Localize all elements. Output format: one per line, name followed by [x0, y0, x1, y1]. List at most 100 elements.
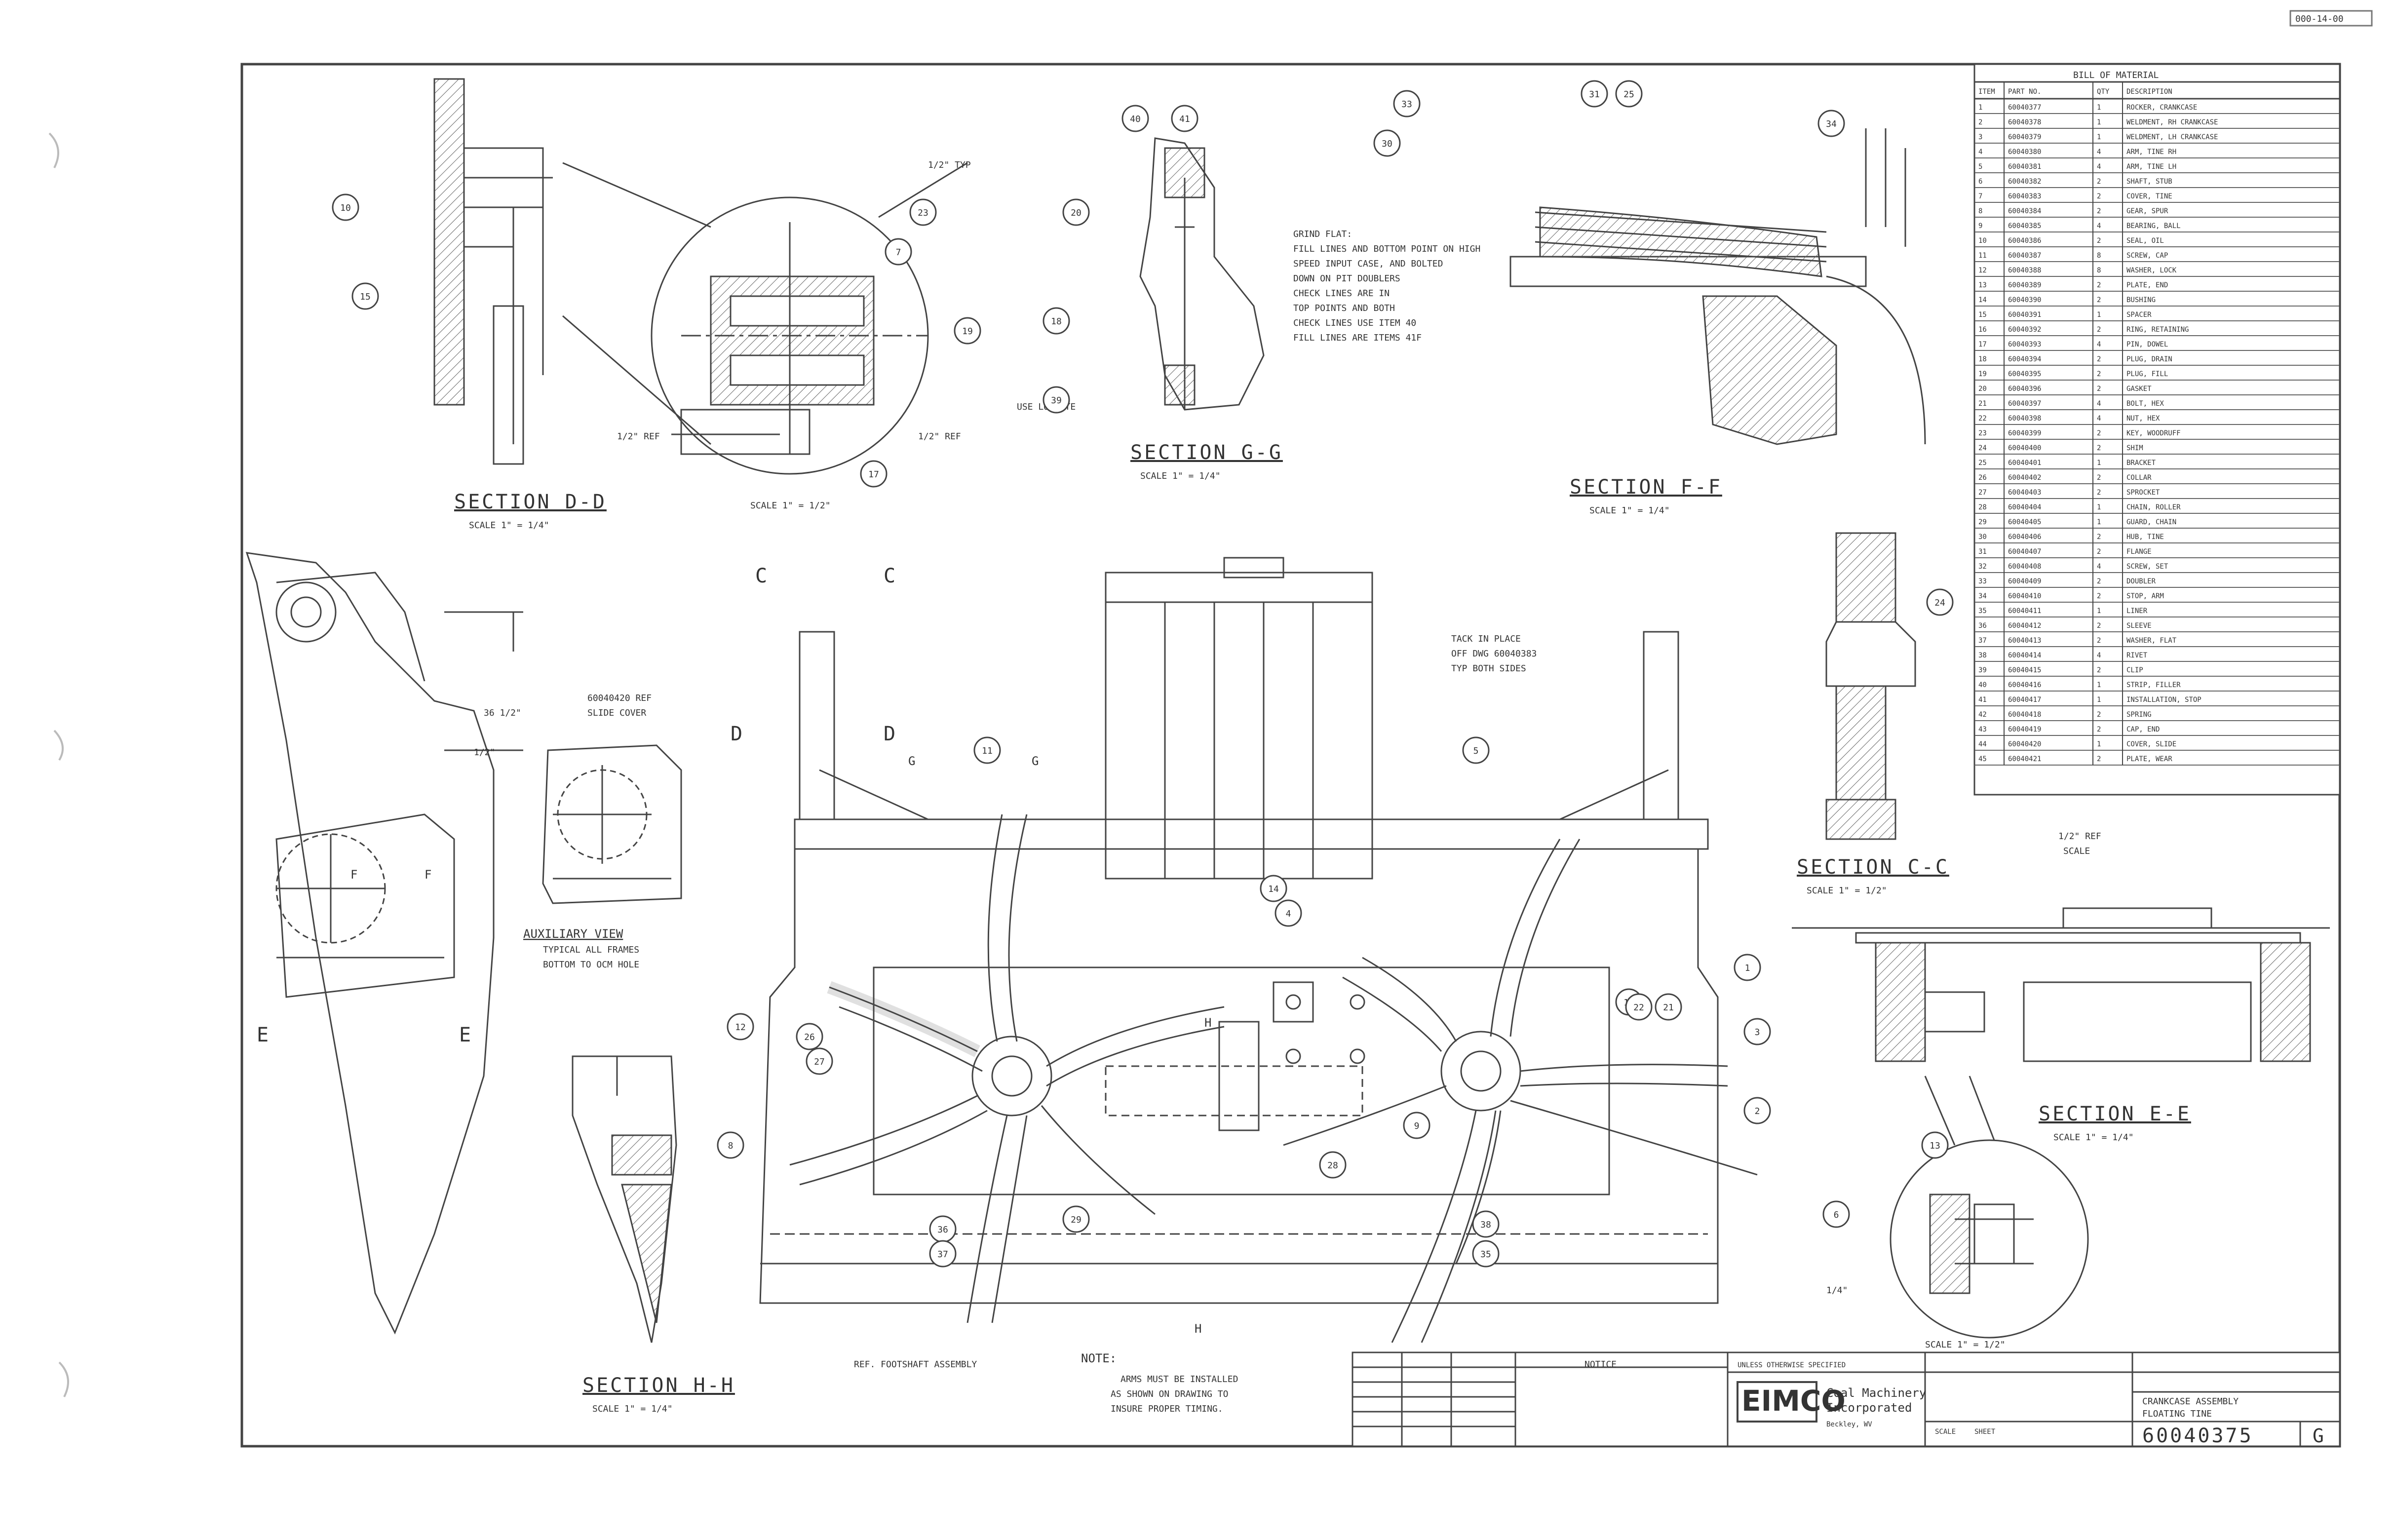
- bom-cell: 44: [1978, 740, 1987, 748]
- aux-ref1: 60040420 REF: [587, 693, 652, 703]
- bom-cell: 1: [2097, 311, 2101, 319]
- bom-cell: 60040421: [2008, 755, 2041, 763]
- bom-cell: 60040389: [2008, 281, 2041, 289]
- bom-cell: 4: [2097, 163, 2101, 171]
- bom-cell: 60040387: [2008, 252, 2041, 260]
- tack-note-line: OFF DWG 60040383: [1451, 649, 1537, 659]
- bom-cell: STRIP, FILLER: [2126, 681, 2181, 689]
- bom-cell: 2: [2097, 622, 2101, 630]
- bom-cell: 2: [2097, 237, 2101, 245]
- item-balloon: [1043, 307, 1070, 335]
- item-balloon: [1734, 954, 1761, 981]
- bom-cell: 17: [1978, 341, 1987, 348]
- bom-cell: 4: [2097, 563, 2101, 571]
- bom-cell: 38: [1978, 652, 1987, 659]
- bom-cell: 60040403: [2008, 489, 2041, 497]
- item-balloon: [1655, 993, 1682, 1021]
- footshaft-ref: REF. FOOTSHAFT ASSEMBLY: [854, 1359, 977, 1370]
- section-ff-scale: SCALE 1" = 1/4": [1589, 505, 1670, 516]
- bom-cell: 43: [1978, 726, 1987, 733]
- bom-cell: 3: [1978, 133, 1982, 141]
- section-marker: D: [731, 723, 744, 745]
- item-balloon-number: 25: [1623, 89, 1634, 100]
- bom-cell: 8: [2097, 252, 2101, 260]
- item-balloon-number: 18: [1051, 316, 1062, 327]
- bom-cell: 60040385: [2008, 222, 2041, 230]
- bom-cell: 37: [1978, 637, 1987, 645]
- bom-cell: 4: [2097, 148, 2101, 156]
- section-marker: G: [908, 754, 915, 768]
- bom-cell: 60040420: [2008, 740, 2041, 748]
- bom-cell: CHAIN, ROLLER: [2126, 503, 2181, 511]
- bom-cell: 1: [2097, 503, 2101, 511]
- main-plan-view: [759, 557, 1758, 1343]
- item-balloon: [954, 317, 981, 345]
- bom-cell: 2: [2097, 192, 2101, 200]
- bom-cell: 60040415: [2008, 666, 2041, 674]
- bom-cell: 1: [2097, 740, 2101, 748]
- section-marker: H: [1195, 1322, 1201, 1336]
- item-balloon: [1921, 1131, 1949, 1159]
- revision-letter: G: [2313, 1425, 2324, 1447]
- bom-cell: 29: [1978, 518, 1987, 526]
- bom-cell: 60040386: [2008, 237, 2041, 245]
- note-line: ARMS MUST BE INSTALLED: [1120, 1374, 1238, 1385]
- item-balloon-number: 14: [1268, 884, 1279, 894]
- item-balloon: [806, 1047, 833, 1075]
- bom-cell: 60040382: [2008, 178, 2041, 186]
- bom-cell: 35: [1978, 607, 1987, 615]
- bom-cell: 25: [1978, 459, 1987, 467]
- bom-cell: 60040377: [2008, 104, 2041, 112]
- section-cc-title: SECTION C-C: [1797, 856, 1949, 879]
- item-balloon-number: 6: [1834, 1210, 1839, 1220]
- bom-cell: 60040416: [2008, 681, 2041, 689]
- bom-cell: 34: [1978, 592, 1987, 600]
- item-balloon-number: 37: [937, 1249, 948, 1260]
- bom-header-cell: DESCRIPTION: [2126, 88, 2172, 96]
- item-balloon: [1743, 1097, 1771, 1124]
- bom-cell: 2: [2097, 326, 2101, 334]
- aux-ref2: SLIDE COVER: [587, 708, 646, 718]
- bom-cell: 2: [2097, 726, 2101, 733]
- bom-header-cell: ITEM: [1978, 88, 1995, 96]
- bom-cell: 26: [1978, 474, 1987, 482]
- bom-cell: 2: [1978, 118, 1982, 126]
- item-balloon-number: 40: [1130, 114, 1141, 124]
- item-balloon-number: 27: [814, 1057, 825, 1067]
- bom-cell: 60040399: [2008, 429, 2041, 437]
- item-balloon: [332, 193, 359, 221]
- bom-cell: RING, RETAINING: [2126, 326, 2189, 334]
- item-balloon: [1472, 1240, 1500, 1268]
- company-logo: EIMCO: [1741, 1384, 1846, 1418]
- bom-cell: LINER: [2126, 607, 2148, 615]
- bom-cell: 60040397: [2008, 400, 2041, 408]
- item-balloon-number: 36: [937, 1225, 948, 1235]
- section-dd-detail: [651, 162, 968, 475]
- bom-cell: 11: [1978, 252, 1987, 260]
- bom-cell: SCREW, SET: [2126, 563, 2168, 571]
- item-balloon: [1043, 386, 1070, 414]
- bom-cell: KEY, WOODRUFF: [2126, 429, 2181, 437]
- bom-cell: 4: [1978, 148, 1982, 156]
- item-balloon: [1403, 1112, 1430, 1139]
- bom-cell: COVER, TINE: [2126, 192, 2172, 200]
- bom-cell: 60040409: [2008, 578, 2041, 585]
- bom-cell: 41: [1978, 696, 1987, 704]
- bom-cell: ARM, TINE RH: [2126, 148, 2176, 156]
- bom-cell: RIVET: [2126, 652, 2148, 659]
- item-balloon: [1393, 90, 1421, 117]
- grind-note-line: CHECK LINES ARE IN: [1293, 288, 1390, 299]
- bom-cell: 60040411: [2008, 607, 2041, 615]
- item-balloon-number: 24: [1934, 598, 1945, 608]
- section-dd-title: SECTION D-D: [454, 491, 607, 513]
- bom-cell: 60040401: [2008, 459, 2041, 467]
- bom-cell: 60040402: [2008, 474, 2041, 482]
- section-marker: G: [1032, 754, 1039, 768]
- title-block: [1352, 1351, 2341, 1447]
- item-balloon-number: 11: [982, 746, 993, 756]
- bom-cell: GUARD, CHAIN: [2126, 518, 2176, 526]
- drawing-title: CRANKCASE ASSEMBLY: [2142, 1396, 2239, 1407]
- bom-cell: 60040381: [2008, 163, 2041, 171]
- dd-ref-left: 1/2" REF: [617, 431, 660, 442]
- bom-cell: SHAFT, STUB: [2126, 178, 2172, 186]
